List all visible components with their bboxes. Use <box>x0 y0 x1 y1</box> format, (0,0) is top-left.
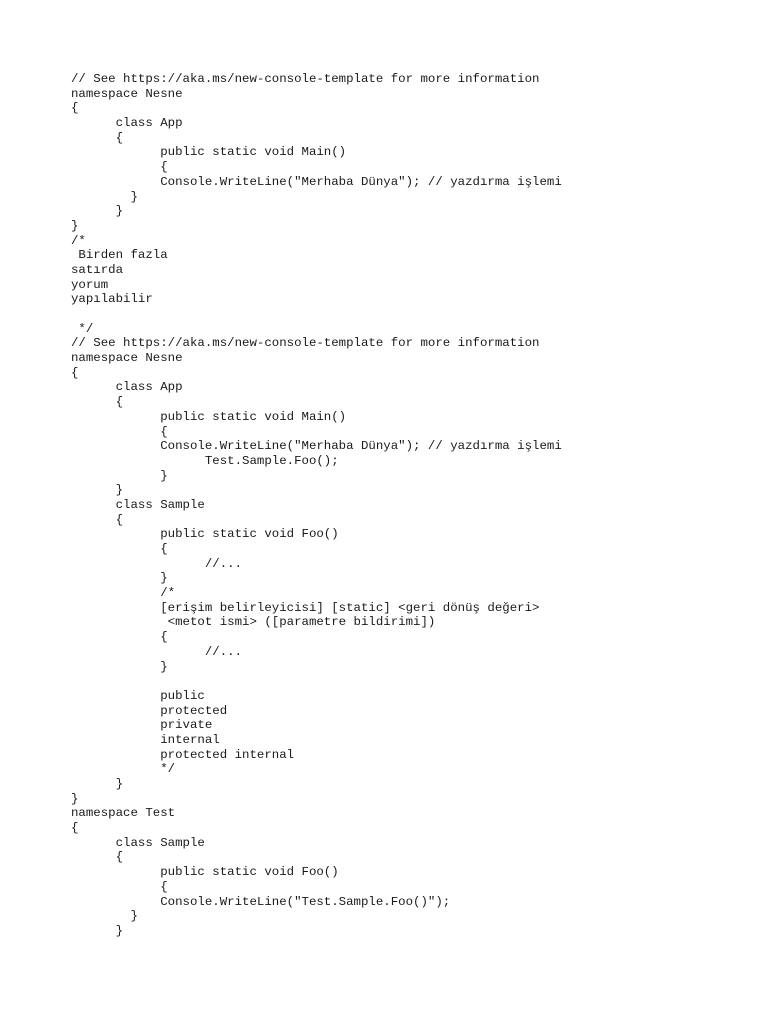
code-line: internal <box>71 732 220 747</box>
code-line: // See https://aka.ms/new-console-templa… <box>71 72 540 86</box>
code-line: { <box>71 365 79 380</box>
code-line: private <box>71 718 213 733</box>
code-line: protected <box>71 703 228 718</box>
code-line: public <box>71 688 205 703</box>
code-line: } <box>71 791 79 806</box>
code-line: { <box>71 542 168 556</box>
code-line: class Sample <box>71 835 205 850</box>
code-line: protected internal <box>71 747 295 762</box>
code-line: public static void Main() <box>71 145 347 160</box>
code-line: { <box>71 130 124 145</box>
code-line: */ <box>71 762 176 777</box>
code-line: { <box>71 395 124 410</box>
code-line: public static void Main() <box>71 409 347 424</box>
code-line: { <box>71 512 124 527</box>
code-line: { <box>71 850 124 865</box>
code-line: satırda <box>71 262 124 277</box>
code-line: { <box>71 879 168 894</box>
code-line: class App <box>71 116 183 131</box>
code-line: } <box>71 204 124 219</box>
code-line: <metot ismi> ([parametre bildirimi]) <box>71 615 436 630</box>
code-line: } <box>71 218 79 233</box>
code-line: [erişim belirleyicisi] [static] <geri dö… <box>71 600 540 615</box>
code-line: class Sample <box>71 497 205 512</box>
code-line: yorum <box>71 277 109 292</box>
code-line: // See https://aka.ms/new-console-templa… <box>71 336 540 351</box>
code-line: Birden fazla <box>71 248 168 263</box>
code-line: } <box>71 909 138 924</box>
code-line: /* <box>71 586 176 601</box>
code-line <box>71 674 751 689</box>
code-line: //... <box>71 556 243 571</box>
code-line <box>71 307 751 322</box>
code-line: } <box>71 468 168 483</box>
code-line: namespace Nesne <box>71 351 183 366</box>
code-line: { <box>71 630 168 645</box>
code-line: namespace Test <box>71 806 176 821</box>
code-line: public static void Foo() <box>71 865 339 880</box>
code-line: namespace Nesne <box>71 86 183 101</box>
code-line: { <box>71 424 168 439</box>
code-line: } <box>71 483 124 498</box>
code-line: Console.WriteLine("Test.Sample.Foo()"); <box>71 894 451 909</box>
code-line: } <box>71 777 124 791</box>
code-line: } <box>71 189 138 204</box>
code-line: Console.WriteLine("Merhaba Dünya"); // y… <box>71 439 562 454</box>
code-line: class App <box>71 380 183 395</box>
code-line: } <box>71 571 168 586</box>
code-line: */ <box>71 321 94 336</box>
code-line: } <box>71 923 124 938</box>
code-line: } <box>71 659 168 674</box>
code-line: public static void Foo() <box>71 527 339 542</box>
code-line: Console.WriteLine("Merhaba Dünya"); // y… <box>71 174 562 189</box>
code-line: { <box>71 821 79 836</box>
code-line: { <box>71 160 168 175</box>
code-line: /* <box>71 233 86 248</box>
code-line: { <box>71 101 79 116</box>
code-line: Test.Sample.Foo(); <box>71 453 339 468</box>
code-line: //... <box>71 644 243 659</box>
code-listing: // See https://aka.ms/new-console-templa… <box>71 72 751 939</box>
code-line: yapılabilir <box>71 292 153 307</box>
